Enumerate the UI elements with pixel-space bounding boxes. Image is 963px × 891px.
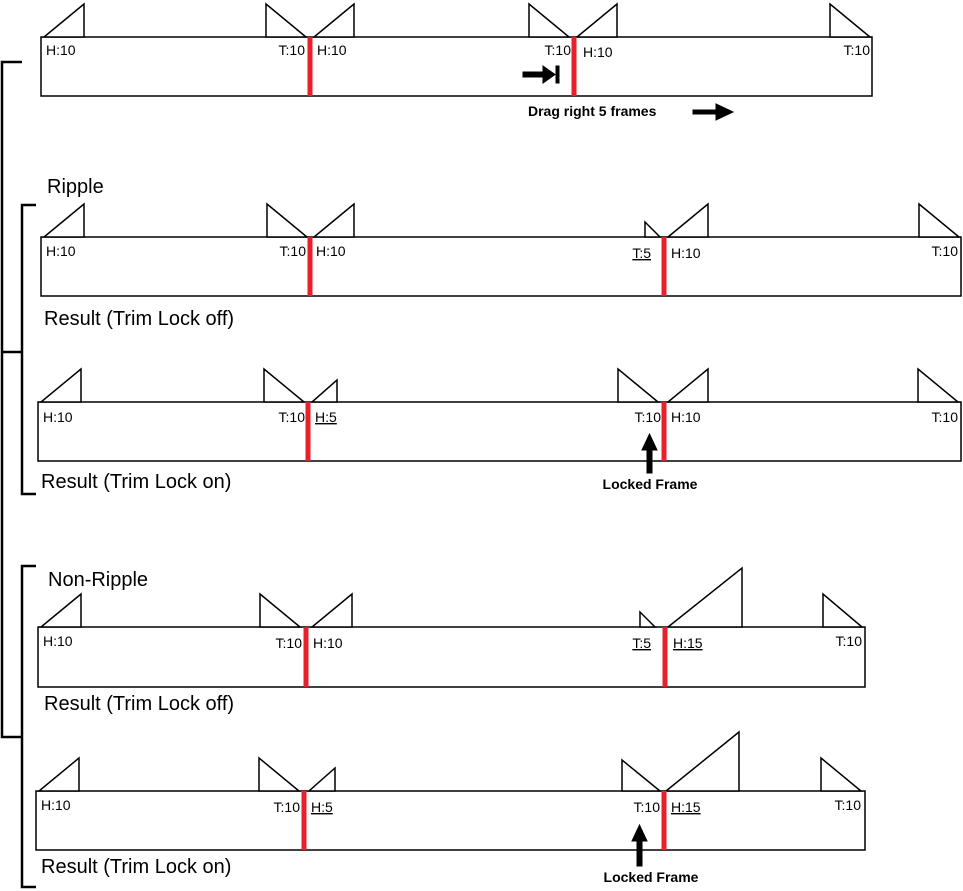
clip-head-handle — [665, 566, 743, 628]
clip-head-handle — [663, 730, 740, 792]
clip-tail-handle — [263, 367, 307, 403]
head-label: H:10 — [313, 635, 343, 651]
row-ripple-trim-lock-off: H:10 T:10 H:10 T:5 H:10 T:10 — [40, 202, 962, 297]
tail-label: T:5 — [632, 635, 651, 651]
clip-tail-handle — [820, 756, 864, 792]
tail-label: T:10 — [844, 42, 871, 58]
clip-tail-handle — [259, 592, 303, 628]
clip-head-handle — [311, 202, 355, 238]
timeline-track — [35, 790, 866, 851]
tail-label: T:10 — [932, 409, 959, 425]
tail-label: T:10 — [276, 635, 303, 651]
clip-tail-handle — [918, 202, 962, 238]
tail-label: T:5 — [632, 245, 651, 261]
clip-head-handle — [38, 592, 82, 628]
row-original: H:10 T:10 H:10 T:10 H:10 T:10 Drag right… — [40, 2, 873, 121]
up-arrow-icon — [641, 432, 658, 474]
head-label: H:5 — [315, 409, 337, 425]
head-label: H:15 — [673, 635, 703, 651]
tail-label: T:10 — [279, 409, 306, 425]
head-label: H:10 — [41, 797, 71, 813]
trim-to-edit-icon — [522, 65, 560, 84]
clip-head-handle — [41, 2, 85, 38]
timeline-track — [40, 36, 873, 97]
clip-tail-handle — [829, 2, 873, 38]
clip-tail-handle — [528, 2, 572, 38]
tail-label: T:10 — [635, 409, 662, 425]
up-arrow-icon — [631, 823, 648, 867]
drag-right-arrow — [692, 103, 735, 121]
clip-tail-handle — [617, 367, 661, 403]
timeline-track — [40, 236, 962, 297]
ripple-heading: Ripple — [47, 176, 104, 198]
locked-frame-label: Locked Frame — [604, 869, 699, 885]
clip-head-handle — [311, 2, 355, 38]
clip-tail-handle — [644, 220, 662, 238]
head-label: H:10 — [317, 42, 347, 58]
clip-head-handle — [38, 367, 82, 403]
tail-label: T:10 — [545, 42, 572, 58]
tail-label: T:10 — [634, 799, 661, 815]
ripple-bracket — [20, 203, 36, 496]
tail-label: T:10 — [280, 243, 307, 259]
nonripple-heading: Non-Ripple — [48, 569, 148, 591]
locked-frame-label: Locked Frame — [603, 476, 698, 492]
head-label: H:15 — [671, 799, 701, 815]
clip-head-handle — [665, 367, 709, 403]
head-label: H:10 — [671, 245, 701, 261]
clip-head-handle — [665, 202, 709, 238]
tail-label: T:10 — [835, 797, 862, 813]
timeline-track — [37, 626, 866, 688]
clip-tail-handle — [917, 367, 961, 403]
clip-head-handle — [41, 202, 85, 238]
result-caption: Result (Trim Lock off) — [44, 308, 234, 330]
clip-tail-handle — [258, 756, 302, 792]
outer-bracket — [0, 60, 22, 739]
head-label: H:10 — [46, 243, 76, 259]
clip-tail-handle — [639, 610, 657, 628]
tail-label: T:10 — [279, 42, 306, 58]
clip-head-handle — [309, 592, 353, 628]
result-caption: Result (Trim Lock on) — [41, 471, 231, 493]
clip-head-handle — [36, 756, 80, 792]
clip-tail-handle — [822, 592, 865, 628]
clip-tail-handle — [265, 2, 309, 38]
row-nonripple-trim-lock-on: H:10 T:10 H:5 T:10 H:15 T:10 Locked Fram… — [35, 730, 866, 885]
result-caption: Result (Trim Lock off) — [44, 693, 234, 715]
head-label: H:5 — [311, 799, 333, 815]
drag-instruction: Drag right 5 frames — [528, 103, 657, 119]
head-label: H:10 — [671, 409, 701, 425]
tail-label: T:10 — [932, 243, 959, 259]
clip-head-handle — [574, 2, 618, 38]
clip-head-handle — [307, 766, 336, 792]
result-caption: Result (Trim Lock on) — [41, 856, 231, 878]
clip-tail-handle — [621, 758, 663, 792]
head-label: H:10 — [43, 633, 73, 649]
head-label: H:10 — [43, 409, 73, 425]
tail-label: T:10 — [836, 633, 863, 649]
timeline-track — [37, 401, 962, 462]
tail-label: T:10 — [274, 799, 301, 815]
row-ripple-trim-lock-on: H:10 T:10 H:5 T:10 H:10 T:10 Locked Fram… — [37, 367, 962, 492]
clip-tail-handle — [266, 202, 310, 238]
head-label: H:10 — [316, 243, 346, 259]
row-nonripple-trim-lock-off: H:10 T:10 H:10 T:5 H:15 T:10 — [37, 566, 866, 688]
head-label: H:10 — [46, 42, 76, 58]
nonripple-bracket — [20, 564, 36, 889]
clip-head-handle — [310, 378, 338, 403]
head-label: H:10 — [583, 44, 613, 60]
